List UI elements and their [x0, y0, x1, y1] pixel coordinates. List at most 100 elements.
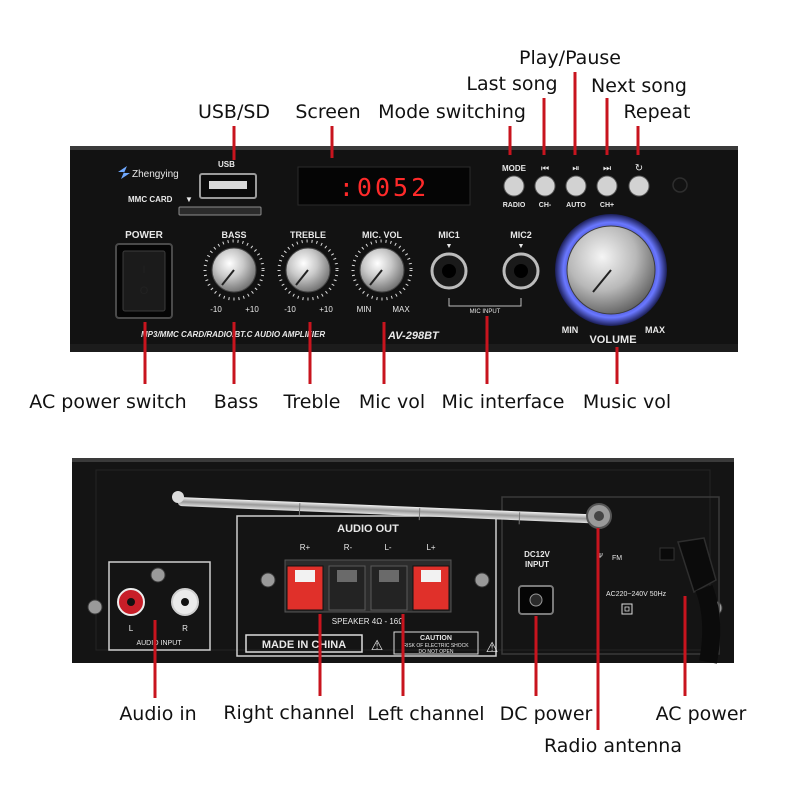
- callouts: Play/Pause Last song Next song USB/SD Sc…: [29, 47, 746, 757]
- terminal-l-minus[interactable]: [370, 565, 408, 611]
- mic-input-label: MIC INPUT: [470, 309, 501, 315]
- shock-triangle-icon: ⚠: [486, 639, 499, 655]
- caution-label: CAUTION: [420, 635, 452, 642]
- audio-input-label: AUDIO INPUT: [136, 640, 182, 647]
- bass-max: +10: [245, 305, 259, 314]
- callout-mic-vol: Mic vol: [359, 391, 425, 413]
- ir-sensor: [672, 177, 688, 193]
- callout-treble: Treble: [283, 391, 341, 413]
- volume-max: MAX: [645, 325, 665, 335]
- brand-name: Zhengying: [132, 169, 179, 180]
- mmc-arrow-icon: ▼: [185, 195, 193, 204]
- terminal-l-plus-label: L+: [426, 543, 435, 552]
- mode-button[interactable]: [503, 175, 525, 197]
- terminal-l-minus-label: L-: [384, 543, 391, 552]
- ch-minus-label: CH-: [539, 202, 552, 209]
- treble-label: TREBLE: [290, 230, 326, 240]
- callout-music-vol: Music vol: [583, 391, 671, 413]
- radio-label: RADIO: [503, 202, 526, 209]
- mic-vol-knob-group: MIC. VOL MIN MAX: [351, 230, 413, 314]
- mic-vol-label: MIC. VOL: [362, 230, 403, 240]
- antenna-icon: Ψ: [597, 553, 603, 560]
- rca-r-label: R: [182, 624, 188, 633]
- double-insulation-icon: [621, 603, 633, 615]
- power-zone-frame: [501, 496, 720, 655]
- next-song-button[interactable]: [596, 175, 618, 197]
- front-panel: Zhengying USB MMC CARD ▼ :0052 MODE ⏮ ⏯ …: [70, 146, 738, 352]
- treble-min: -10: [284, 305, 296, 314]
- dc-input-label-1: DC12V: [524, 550, 550, 559]
- screw: [260, 572, 276, 588]
- brand-logo: [118, 166, 130, 179]
- caution-line-1: RISK OF ELECTRIC SHOCK: [403, 643, 469, 649]
- warning-triangle-icon: ⚠: [371, 637, 384, 653]
- mic-vol-max: MAX: [392, 305, 410, 314]
- callout-mic-interface: Mic interface: [442, 391, 565, 413]
- leader-lines: [143, 72, 687, 730]
- sd-card-slot[interactable]: [178, 206, 262, 216]
- usb-label: USB: [218, 160, 235, 169]
- mic1-label: MIC1: [438, 230, 460, 240]
- fm-label: FM: [612, 555, 622, 562]
- callout-last-song: Last song: [466, 73, 557, 95]
- volume-min: MIN: [562, 325, 579, 335]
- callout-usb-sd: USB/SD: [198, 101, 270, 123]
- callout-audio-in: Audio in: [119, 703, 196, 725]
- repeat-button[interactable]: [628, 175, 650, 197]
- last-song-icon: ⏮: [541, 163, 549, 173]
- callout-ac-power: AC power: [656, 703, 747, 725]
- dc-input-label-2: INPUT: [525, 560, 549, 569]
- ac-power-cord: [695, 584, 721, 664]
- made-in-label: MADE IN CHINA: [262, 639, 346, 651]
- callout-dc-power: DC power: [500, 703, 593, 725]
- treble-max: +10: [319, 305, 333, 314]
- caution-box: [393, 631, 479, 655]
- switch-off-mark: O: [140, 285, 149, 297]
- mic2-arrow-icon: ▼: [518, 243, 525, 250]
- callout-play-pause: Play/Pause: [519, 47, 621, 69]
- mmc-card-label: MMC CARD: [128, 195, 173, 204]
- screen-readout: :0052: [339, 173, 429, 202]
- mic2-label: MIC2: [510, 230, 532, 240]
- audio-input-frame: [108, 561, 211, 651]
- screw: [474, 572, 490, 588]
- led-screen: [297, 166, 471, 206]
- play-pause-icon: ⏯: [572, 163, 579, 173]
- terminal-r-plus-label: R+: [300, 543, 311, 552]
- callout-bass: Bass: [214, 391, 258, 413]
- model-number: AV-298BT: [387, 330, 440, 342]
- ac-power-cord-plug: [677, 537, 717, 594]
- callout-radio-antenna: Radio antenna: [544, 735, 682, 757]
- bass-min: -10: [210, 305, 222, 314]
- terminal-l-plus[interactable]: [412, 565, 450, 611]
- callout-next-song: Next song: [591, 75, 687, 97]
- callout-ac-power-switch: AC power switch: [29, 391, 186, 413]
- power-label: POWER: [125, 230, 164, 241]
- play-pause-button[interactable]: [565, 175, 587, 197]
- callout-mode-switching: Mode switching: [378, 101, 526, 123]
- control-buttons: MODE ⏮ ⏯ ⏭ ↻ RADIO CH- AUTO CH+: [502, 163, 688, 209]
- caution-line-2: DO NOT OPEN: [419, 649, 454, 655]
- terminal-r-plus[interactable]: [286, 565, 324, 611]
- radio-antenna-rod: [172, 491, 598, 525]
- last-song-button[interactable]: [534, 175, 556, 197]
- volume-label: VOLUME: [589, 334, 636, 346]
- bass-label: BASS: [221, 230, 246, 240]
- bass-knob-group: BASS -10 +10: [203, 230, 265, 314]
- ch-plus-label: CH+: [600, 202, 614, 209]
- callout-right-channel: Right channel: [223, 702, 354, 724]
- mic1-arrow-icon: ▼: [446, 243, 453, 250]
- power-switch[interactable]: [122, 250, 166, 312]
- ac-rating-label: AC220~240V 50Hz: [606, 591, 667, 598]
- mic-vol-min: MIN: [357, 305, 372, 314]
- repeat-icon: ↻: [635, 163, 643, 174]
- rca-l-label: L: [129, 624, 134, 633]
- next-song-icon: ⏭: [603, 163, 611, 173]
- made-in-badge: [245, 634, 363, 653]
- terminal-r-minus-label: R-: [344, 543, 353, 552]
- screw: [87, 599, 103, 615]
- treble-knob-group: TREBLE -10 +10: [277, 230, 339, 314]
- callout-repeat: Repeat: [624, 101, 691, 123]
- callout-left-channel: Left channel: [368, 703, 485, 725]
